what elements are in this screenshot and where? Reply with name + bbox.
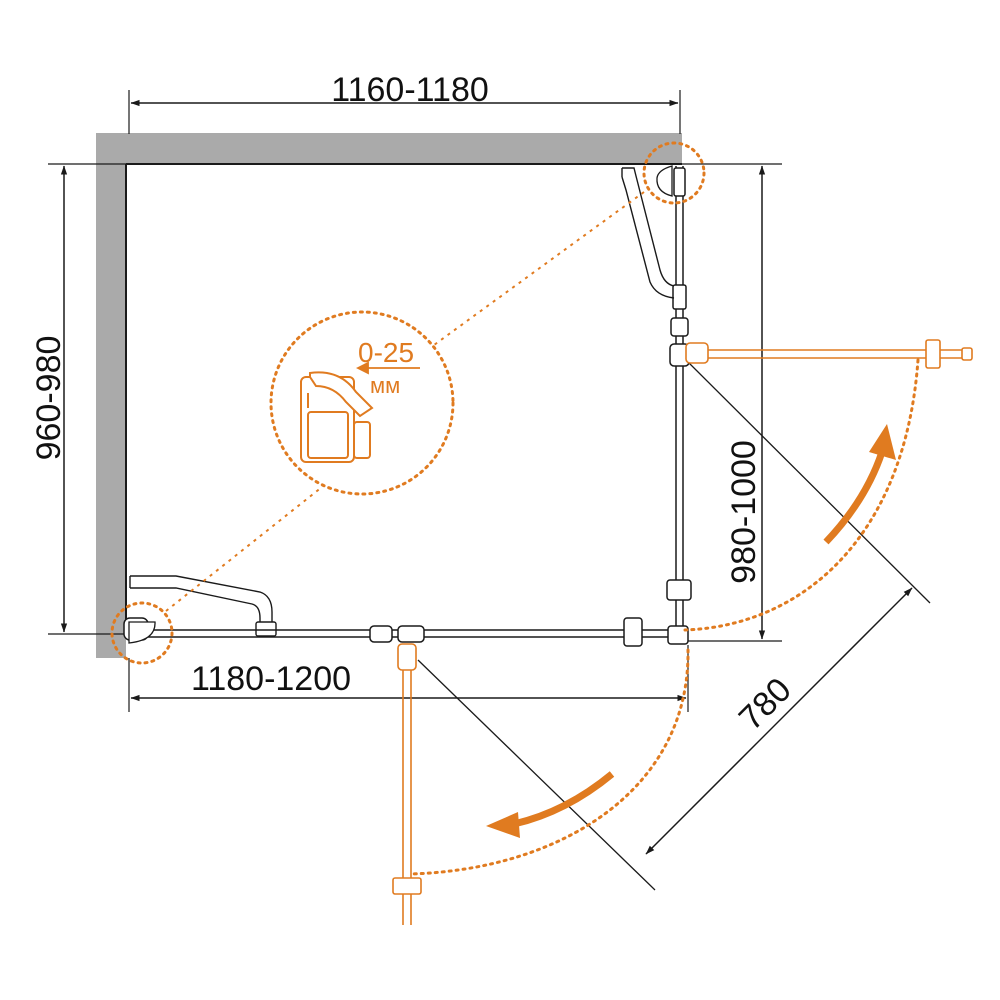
- dimension-top-label: 1160-1180: [331, 71, 489, 109]
- callout-top-right: [642, 141, 706, 205]
- callout-circles: [110, 141, 706, 665]
- dimension-lines: [60, 99, 913, 855]
- gap-indicator: [355, 361, 420, 375]
- swing-arcs: [408, 358, 920, 876]
- swing-reference-lines: [417, 357, 931, 891]
- front-hinge-right: [397, 625, 425, 643]
- panel-mid-clip: [672, 284, 687, 310]
- dim-diagonal-line: [645, 587, 913, 855]
- front-hinge-left: [369, 625, 393, 643]
- gap-value-label: 0-25: [358, 337, 414, 368]
- panel-hinge-upper: [670, 317, 689, 337]
- right-door-end-cap: [961, 347, 973, 361]
- detail-zoom-circle: [269, 310, 455, 496]
- callout-bottom-left: [110, 601, 174, 665]
- front-door-swing-arrow-head: [486, 812, 520, 838]
- right-door-hinge: [685, 342, 709, 364]
- front-handle: [623, 617, 643, 647]
- profile-glass-channel: [353, 421, 371, 459]
- front-door-hinge: [397, 643, 417, 671]
- leader-top: [433, 191, 645, 346]
- support-bar-top: [621, 167, 675, 299]
- leader-bottom: [165, 486, 323, 612]
- walls: [96, 133, 682, 658]
- top-right-wall-bracket: [656, 165, 673, 197]
- gap-unit-label: мм: [370, 373, 400, 398]
- right-door-swing-arrow-head: [869, 424, 896, 460]
- profile-inner-slot: [307, 411, 349, 459]
- reference-line-front-door: [417, 659, 656, 891]
- direction-arrows: [486, 424, 896, 838]
- front-door-open: [392, 643, 422, 925]
- profile-rounded-top: [309, 371, 374, 418]
- reference-line-right-door: [683, 357, 931, 604]
- front-door-swing-arc: [408, 648, 690, 876]
- detail-leaders: [165, 191, 645, 612]
- right-door-open: [685, 339, 973, 369]
- front-panel: [123, 617, 689, 647]
- wall-brackets: [128, 165, 673, 644]
- top-wall: [96, 133, 682, 163]
- panel-bottom-clip: [666, 579, 692, 601]
- front-door-swing-arrow: [513, 771, 615, 828]
- dimension-bottom-label: 1180-1200: [191, 660, 351, 698]
- right-door-swing-arc: [683, 358, 920, 632]
- profile-detail: [300, 371, 374, 463]
- right-door-swing-arrow: [823, 450, 886, 545]
- support-bar-bottom: [129, 575, 277, 637]
- bottom-left-wall-bracket: [128, 621, 156, 644]
- dimension-diagonal-label: 780: [732, 671, 799, 738]
- corner-post: [667, 625, 689, 645]
- panel-top-clip: [673, 167, 686, 197]
- right-door-handle: [925, 339, 941, 369]
- dimension-left-label: 960-980: [30, 336, 68, 461]
- dimension-right-label: 980-1000: [725, 440, 763, 584]
- front-door-handle: [392, 877, 422, 895]
- left-wall: [96, 163, 126, 658]
- right-fixed-panel: [666, 166, 692, 632]
